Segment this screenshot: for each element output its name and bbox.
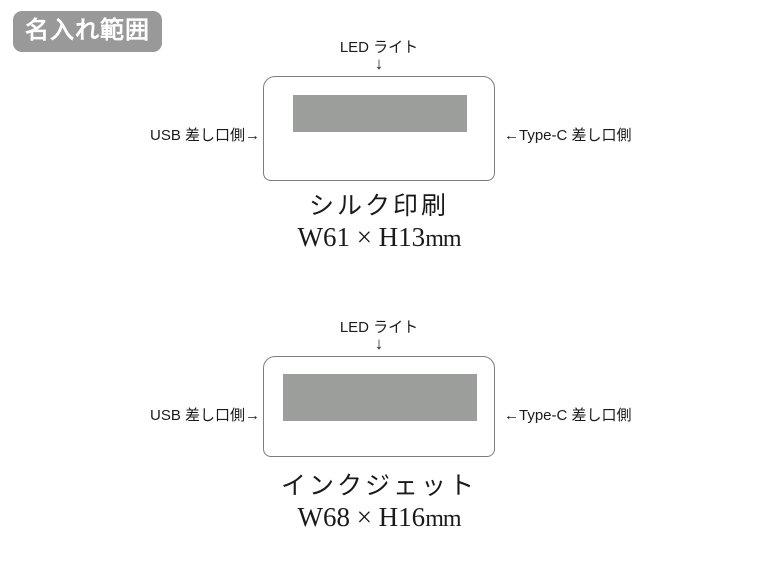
print-size-value: W68 × H16 <box>297 502 426 532</box>
print-size-unit: mm <box>425 226 461 252</box>
print-method-caption: インクジェット <box>280 473 477 500</box>
down-arrow-icon: ↓ <box>374 334 384 353</box>
led-light-label: LED ライト <box>339 39 419 56</box>
print-size-caption: W61 × H13mm <box>189 222 569 253</box>
usb-port-label: USB 差し口側→ <box>149 127 260 144</box>
print-size-value: W61 × H13 <box>297 222 426 252</box>
print-area <box>293 95 467 132</box>
print-size-caption: W68 × H16mm <box>189 502 569 533</box>
inkjet-diagram: LED ライト ↓ USB 差し口側→ ←Type-C 差し口側 インクジェット… <box>0 320 760 570</box>
print-method-caption: シルク印刷 <box>308 193 449 220</box>
down-arrow-icon: ↓ <box>374 54 384 73</box>
print-size-unit: mm <box>425 506 461 532</box>
usb-port-label: USB 差し口側→ <box>149 407 260 424</box>
print-area <box>283 374 477 421</box>
led-light-label: LED ライト <box>339 319 419 336</box>
silk-print-diagram: LED ライト ↓ USB 差し口側→ ←Type-C 差し口側 シルク印刷 W… <box>0 40 760 290</box>
type-c-port-label: ←Type-C 差し口側 <box>504 127 632 144</box>
device-outline <box>263 356 495 457</box>
imprint-area-badge: 名入れ範囲 <box>13 11 162 52</box>
device-outline <box>263 76 495 181</box>
type-c-port-label: ←Type-C 差し口側 <box>504 407 632 424</box>
